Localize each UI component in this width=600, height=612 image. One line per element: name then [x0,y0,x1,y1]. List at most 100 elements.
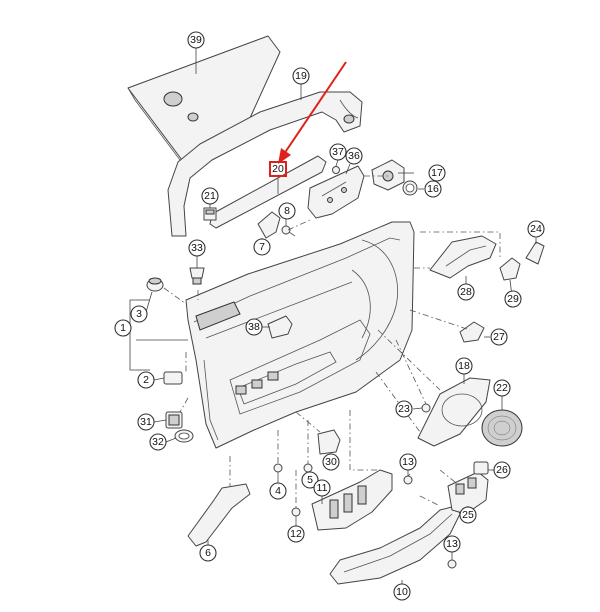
callout-5: 5 [301,471,319,489]
svg-text:28: 28 [460,286,472,298]
callout-1: 1 [114,319,132,337]
svg-text:33: 33 [191,242,203,254]
callout-19: 19 [292,67,310,85]
svg-text:5: 5 [307,474,313,486]
part-8-screw [281,225,296,237]
part-30-connector [317,429,341,455]
part-27-clip [459,321,485,343]
part-3-plug [146,277,164,292]
callout-12: 12 [287,525,305,543]
part-32-ring [174,429,194,443]
part-1-bracket [129,299,188,371]
leader-lines [145,48,537,584]
svg-text:32: 32 [152,436,164,448]
svg-text:13: 13 [402,456,414,468]
callout-8: 8 [278,202,296,220]
callout-16: 16 [424,180,442,198]
callout-13-upper: 13 [399,453,417,471]
part-5-screw [303,463,313,473]
part-19-frame-trim [167,91,363,237]
svg-text:7: 7 [259,241,265,253]
svg-text:23: 23 [398,403,410,415]
part-6-side-strip [187,483,251,547]
callout-23: 23 [395,400,413,418]
callout-33: 33 [188,239,206,257]
part-23-screw [421,403,431,413]
callout-26: 26 [493,461,511,479]
callout-39: 39 [187,31,205,49]
callout-10: 10 [393,583,411,601]
callout-37: 37 [329,143,347,161]
svg-text:38: 38 [248,321,260,333]
part-13-screw-b [447,559,457,569]
callout-6: 6 [199,544,217,562]
part-11-switch-housing [311,469,393,531]
part-22-speaker-grille [481,409,523,447]
svg-text:6: 6 [205,547,211,559]
part-31-switch [165,411,183,429]
svg-text:8: 8 [284,205,290,217]
svg-text:29: 29 [507,293,519,305]
svg-text:20: 20 [272,163,284,175]
svg-text:11: 11 [317,482,328,494]
callout-20-highlighted: 20 [269,161,287,177]
callout-7: 7 [253,238,271,256]
callout-30: 30 [322,453,340,471]
callout-4: 4 [269,482,287,500]
svg-text:18: 18 [458,360,470,372]
callout-31: 31 [137,413,155,431]
callout-21: 21 [201,187,219,205]
svg-text:1: 1 [120,322,126,334]
svg-text:39: 39 [190,34,202,46]
svg-text:4: 4 [275,485,281,497]
callout-13-lower: 13 [443,535,461,553]
part-13-screw-a [403,475,413,485]
part-21-clip [203,207,217,221]
svg-text:10: 10 [396,586,408,598]
part-16-ring [402,180,418,196]
part-26-button [473,461,489,475]
svg-text:12: 12 [290,528,302,540]
svg-text:37: 37 [332,146,344,158]
callout-22: 22 [493,379,511,397]
callout-38: 38 [245,318,263,336]
callout-3: 3 [130,305,148,323]
part-18-speaker-housing [417,377,491,447]
callout-32: 32 [149,433,167,451]
svg-text:24: 24 [530,223,542,235]
svg-text:16: 16 [427,183,439,195]
part-37-screw [332,166,340,174]
svg-text:22: 22 [496,382,508,394]
svg-text:17: 17 [431,167,443,179]
assembly-lines [163,175,501,508]
callout-27: 27 [490,328,508,346]
svg-text:25: 25 [462,509,474,521]
part-39-shield [127,35,281,169]
part-4-screw [273,463,283,480]
red-pointer-arrow [278,61,347,164]
part-29-handle-cover [499,257,521,281]
callout-17: 17 [428,164,446,182]
svg-text:31: 31 [140,416,152,428]
svg-text:3: 3 [136,308,142,320]
part-12-screw [291,507,301,524]
part-33-clip [189,267,205,285]
callout-2: 2 [137,371,155,389]
part-36-handle-bracket [307,165,365,219]
part-1-door-trim-panel [185,221,415,449]
part-28-door-handle [429,235,497,279]
callout-24: 24 [527,220,545,238]
svg-text:30: 30 [325,456,337,468]
svg-text:36: 36 [348,150,360,162]
part-17-tweeter-cover [371,159,405,191]
svg-text:21: 21 [204,190,216,202]
callout-18: 18 [455,357,473,375]
part-7-bracket [257,211,281,239]
svg-text:19: 19 [295,70,307,82]
part-24-cap [525,241,545,265]
callout-28: 28 [457,283,475,301]
callout-29: 29 [504,290,522,308]
callout-36: 36 [345,147,363,165]
callout-25: 25 [459,506,477,524]
